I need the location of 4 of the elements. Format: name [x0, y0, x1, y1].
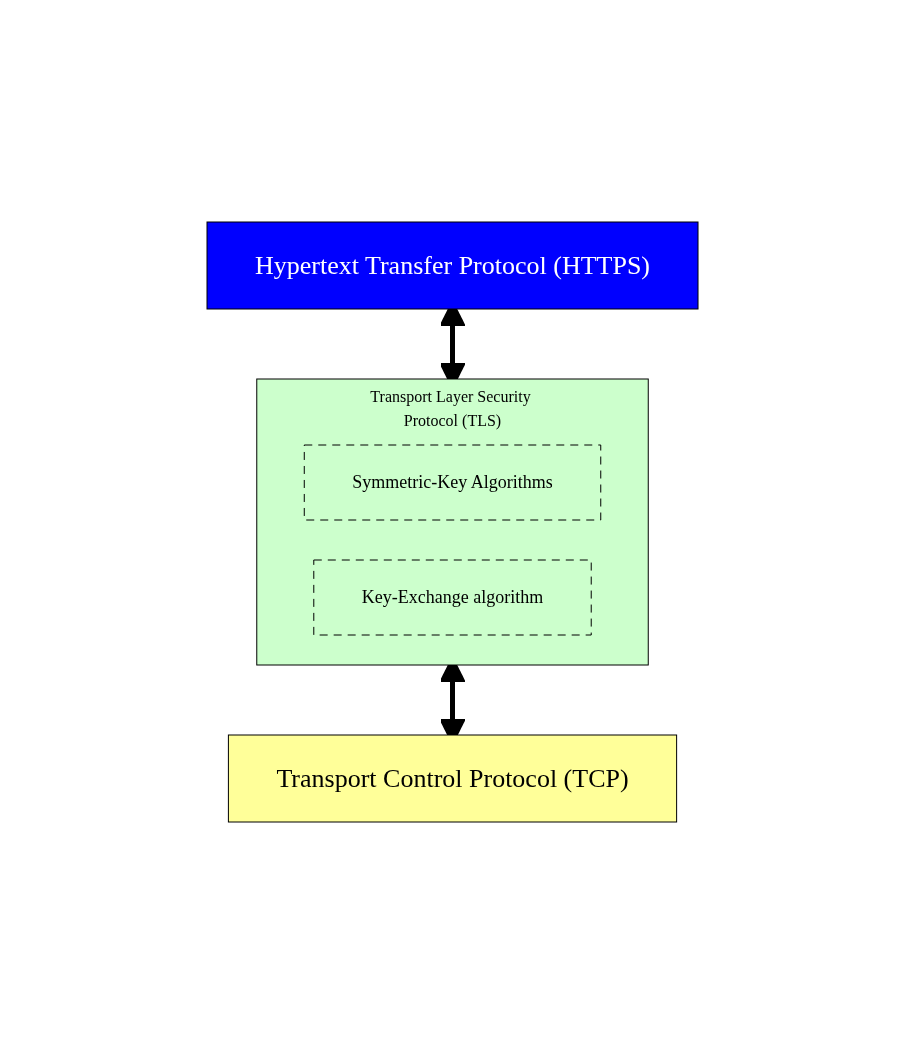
- node-box: Symmetric-Key Algorithms: [304, 444, 602, 521]
- node-box: Key-Exchange algorithm: [313, 559, 593, 636]
- node-box: Transport Control Protocol (TCP): [228, 734, 678, 823]
- node-box: Hypertext Transfer Protocol (HTTPS): [207, 221, 699, 310]
